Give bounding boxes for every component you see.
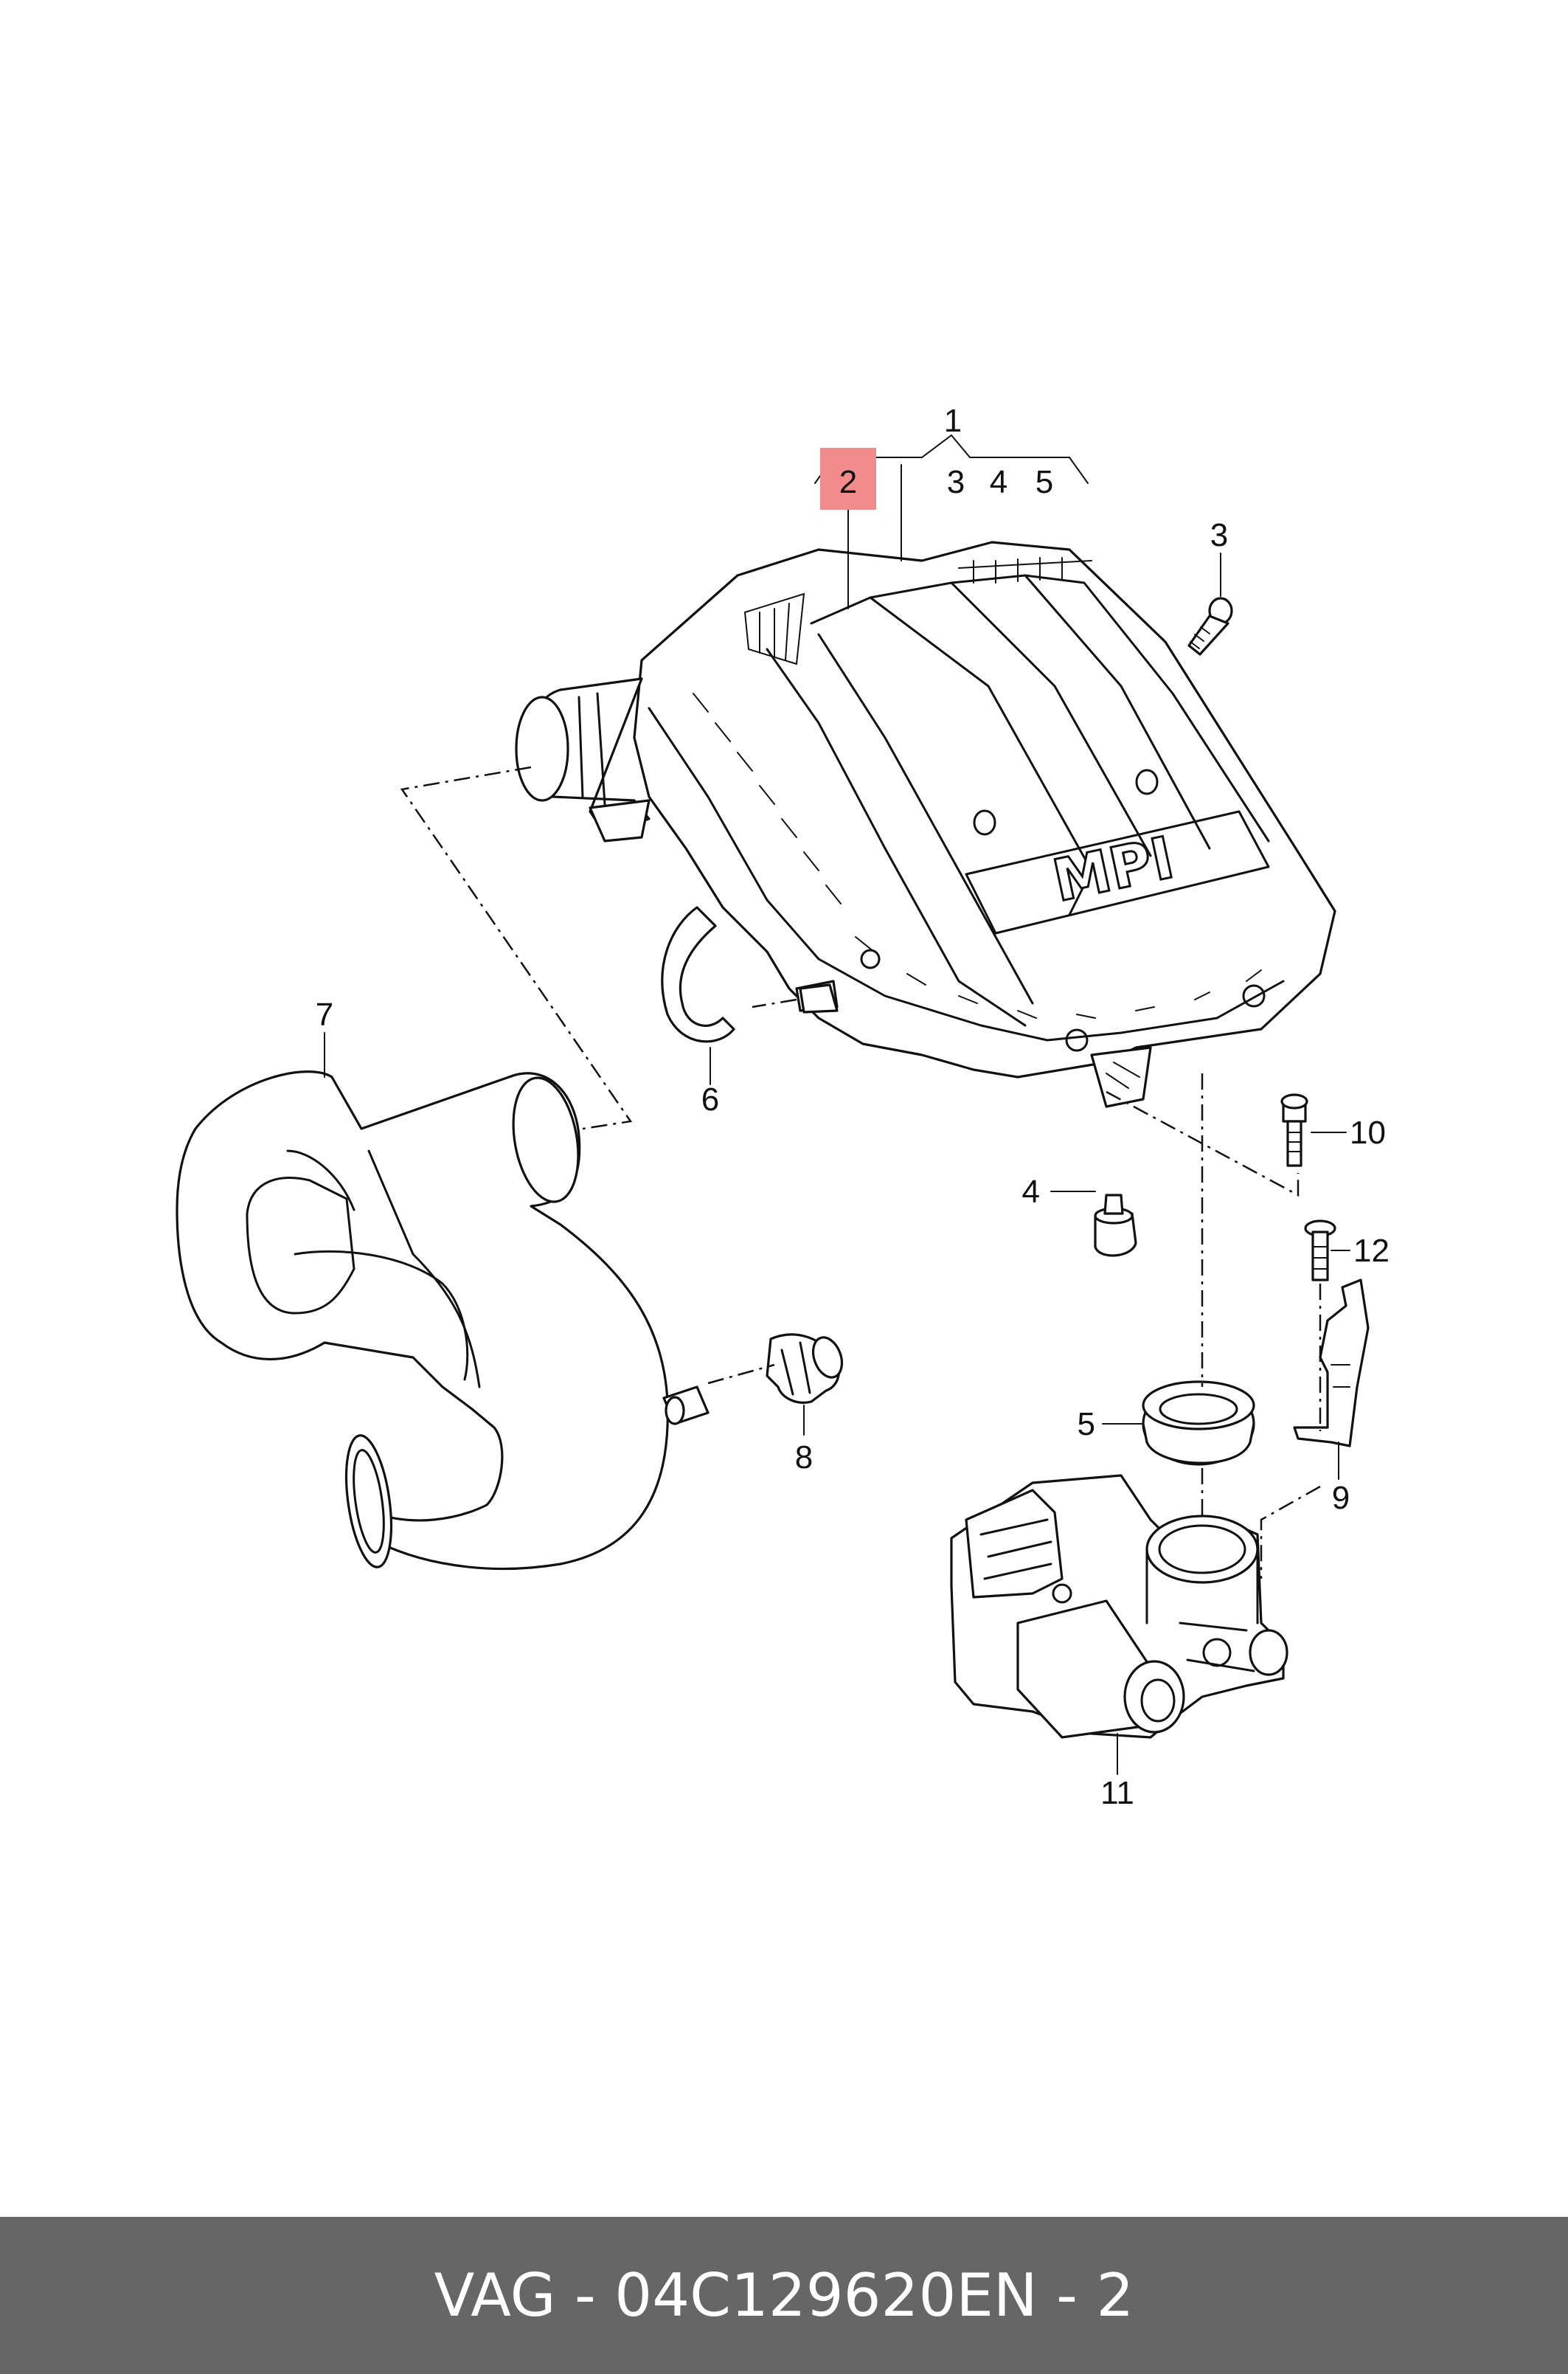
throttle-body-11-drawing xyxy=(950,1474,1288,1739)
callout-group-5: 5 xyxy=(1035,464,1053,500)
callout-12: 12 xyxy=(1353,1233,1390,1269)
grommet-8-drawing xyxy=(766,1333,844,1404)
part-reference: VAG - 04C129620E xyxy=(434,2261,993,2330)
screw-3-drawing xyxy=(1187,597,1233,656)
callout-1: 1 xyxy=(944,403,962,439)
callout-labels: 1 2 3 4 5 3 4 5 6 7 8 9 10 11 12 xyxy=(316,403,1390,1811)
callout-4: 4 xyxy=(1022,1174,1040,1210)
callout-11: 11 xyxy=(1100,1775,1134,1811)
hose-6-drawing xyxy=(661,906,839,1043)
bolt-10-drawing xyxy=(1280,1093,1308,1167)
bolt-12-drawing xyxy=(1304,1219,1336,1281)
callout-8: 8 xyxy=(795,1439,813,1475)
air-duct-7-drawing xyxy=(176,1070,710,1571)
page-label: N - 2 xyxy=(993,2261,1134,2330)
callout-10: 10 xyxy=(1350,1115,1386,1151)
callout-group-4: 4 xyxy=(990,464,1007,500)
highlight-box-2 xyxy=(820,448,876,510)
footer-bar: VAG - 04C129620E N - 2 xyxy=(0,2217,1568,2374)
exploded-parts-diagram: MPI xyxy=(176,403,1390,1811)
callout-9: 9 xyxy=(1332,1480,1350,1516)
bracket-9-drawing xyxy=(1293,1278,1370,1447)
intake-manifold-drawing: MPI xyxy=(515,541,1336,1108)
callout-5: 5 xyxy=(1078,1406,1095,1442)
assembly-lines xyxy=(400,766,1322,1579)
seal-ring-5-drawing xyxy=(1142,1380,1255,1466)
callout-group-3: 3 xyxy=(947,464,965,500)
callout-7: 7 xyxy=(316,997,333,1033)
callout-6: 6 xyxy=(701,1082,719,1118)
callout-3: 3 xyxy=(1210,517,1228,553)
callout-2: 2 xyxy=(839,464,857,500)
cap-4-drawing xyxy=(1094,1194,1137,1257)
